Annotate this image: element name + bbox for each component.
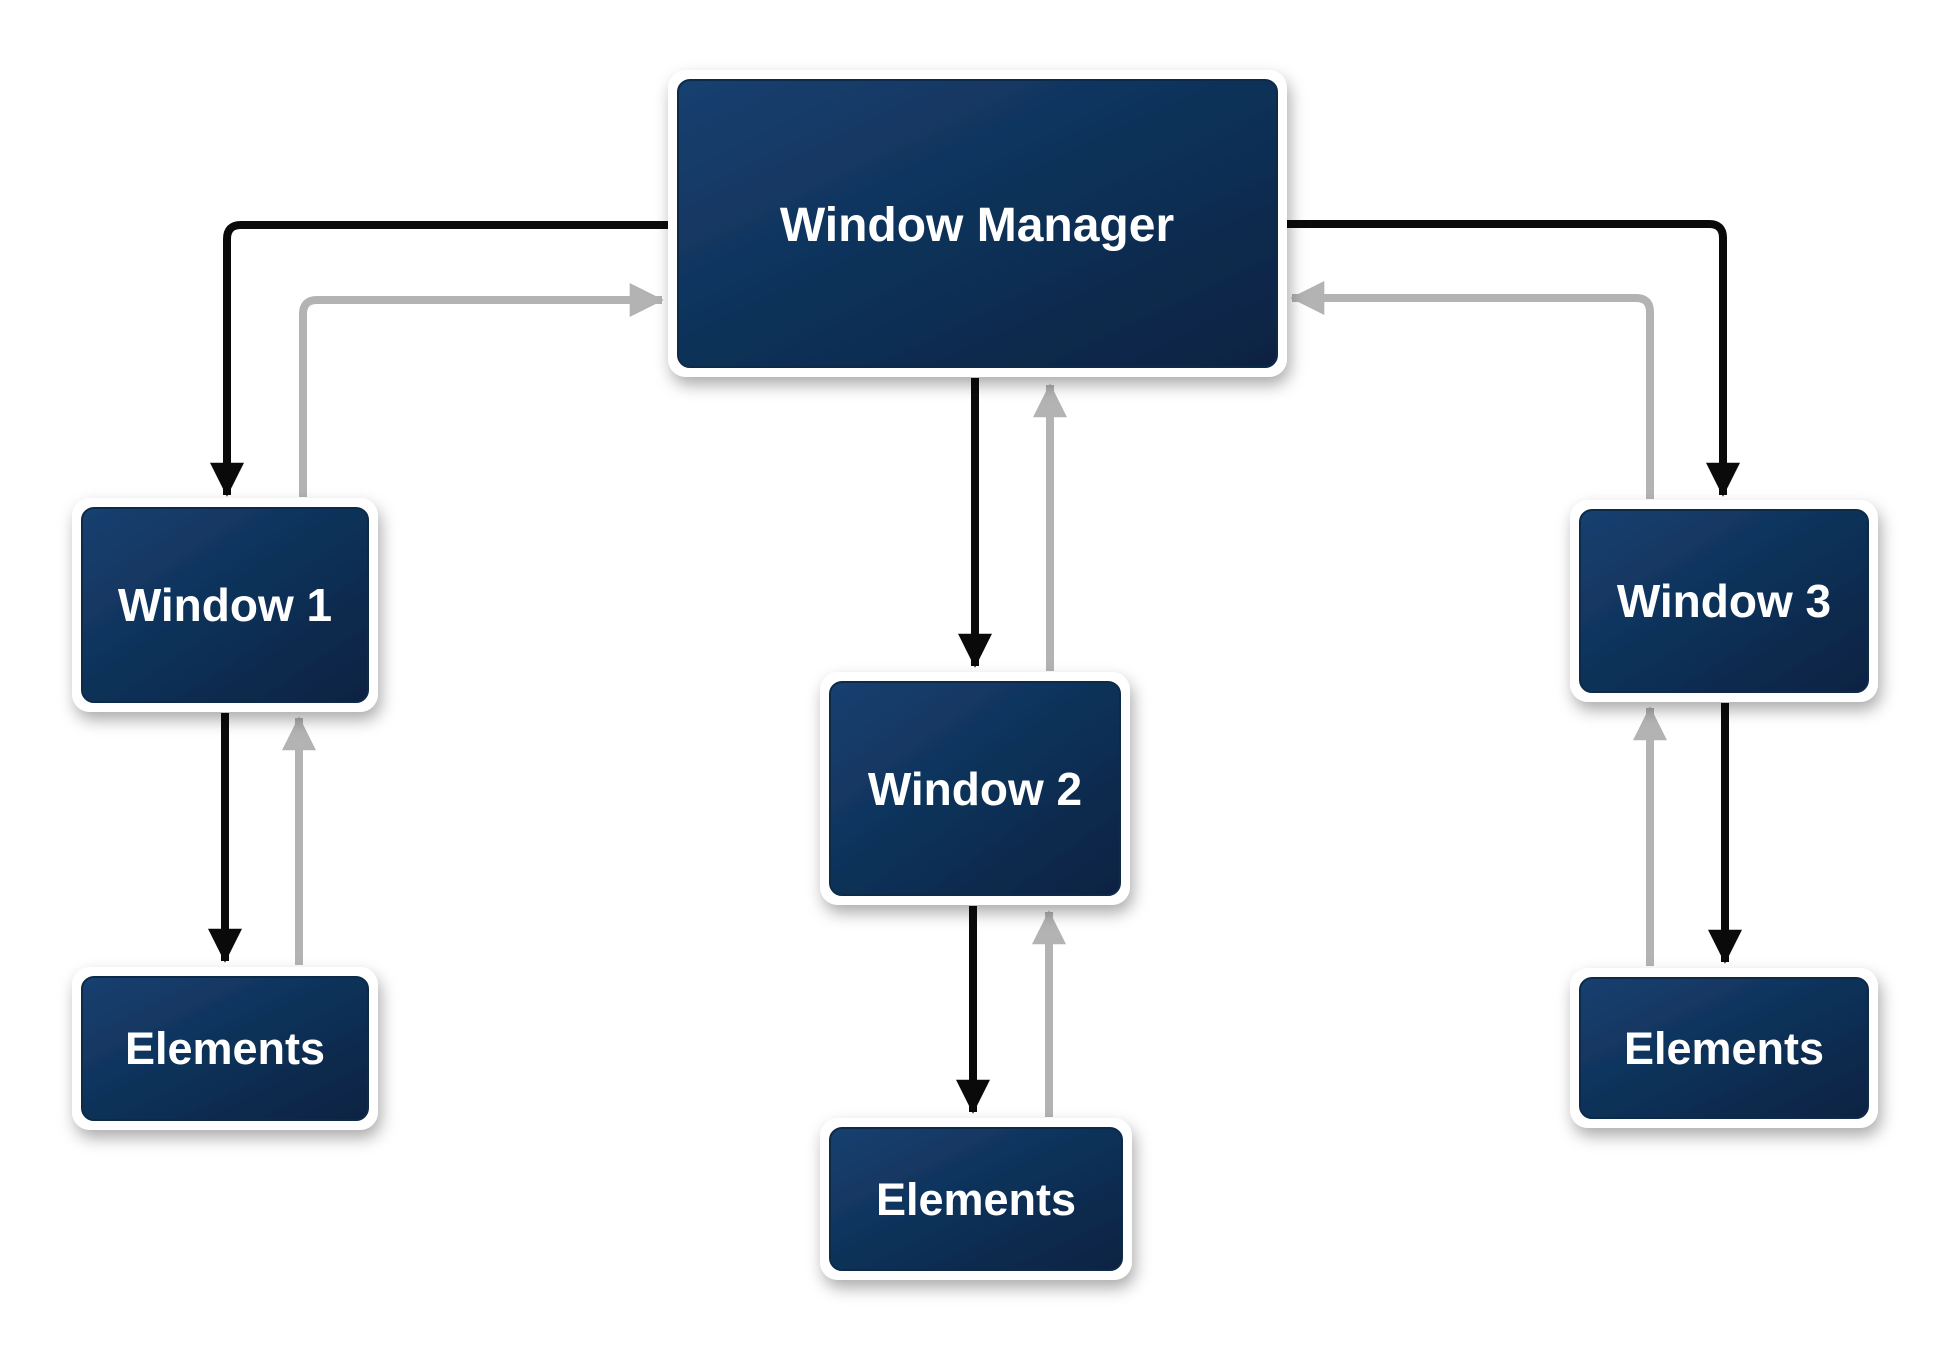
elements-2-node: Elements <box>820 1118 1132 1280</box>
elements-1-box <box>81 976 369 1121</box>
window-3-box <box>1579 509 1869 693</box>
elements-3-box <box>1579 977 1869 1119</box>
elements-1-node: Elements <box>72 967 378 1130</box>
window-manager-node: Window Manager <box>668 70 1287 377</box>
window-1-node: Window 1 <box>72 498 378 712</box>
window-2-label: Window 2 <box>868 763 1082 815</box>
window-2-node: Window 2 <box>820 672 1130 905</box>
elements-1-label: Elements <box>125 1023 325 1074</box>
window-manager-label: Window Manager <box>780 199 1174 252</box>
elements-2-label: Elements <box>876 1174 1076 1225</box>
elements-2-box <box>829 1127 1123 1271</box>
elements-3-label: Elements <box>1624 1023 1824 1074</box>
diagram-edges <box>208 220 1742 1117</box>
arrow-window1-to-wm <box>299 283 664 497</box>
window-2-box <box>829 681 1121 896</box>
window-3-node: Window 3 <box>1570 500 1878 702</box>
arrow-window3-to-wm <box>1290 281 1654 499</box>
window-1-label: Window 1 <box>118 579 332 631</box>
window-1-box <box>81 507 369 703</box>
elements-3-node: Elements <box>1570 968 1878 1128</box>
arrow-wm-to-window1 <box>210 221 668 497</box>
arrow-wm-to-window3 <box>1287 220 1740 497</box>
window-manager-box <box>677 79 1278 368</box>
window-3-label: Window 3 <box>1617 575 1831 627</box>
